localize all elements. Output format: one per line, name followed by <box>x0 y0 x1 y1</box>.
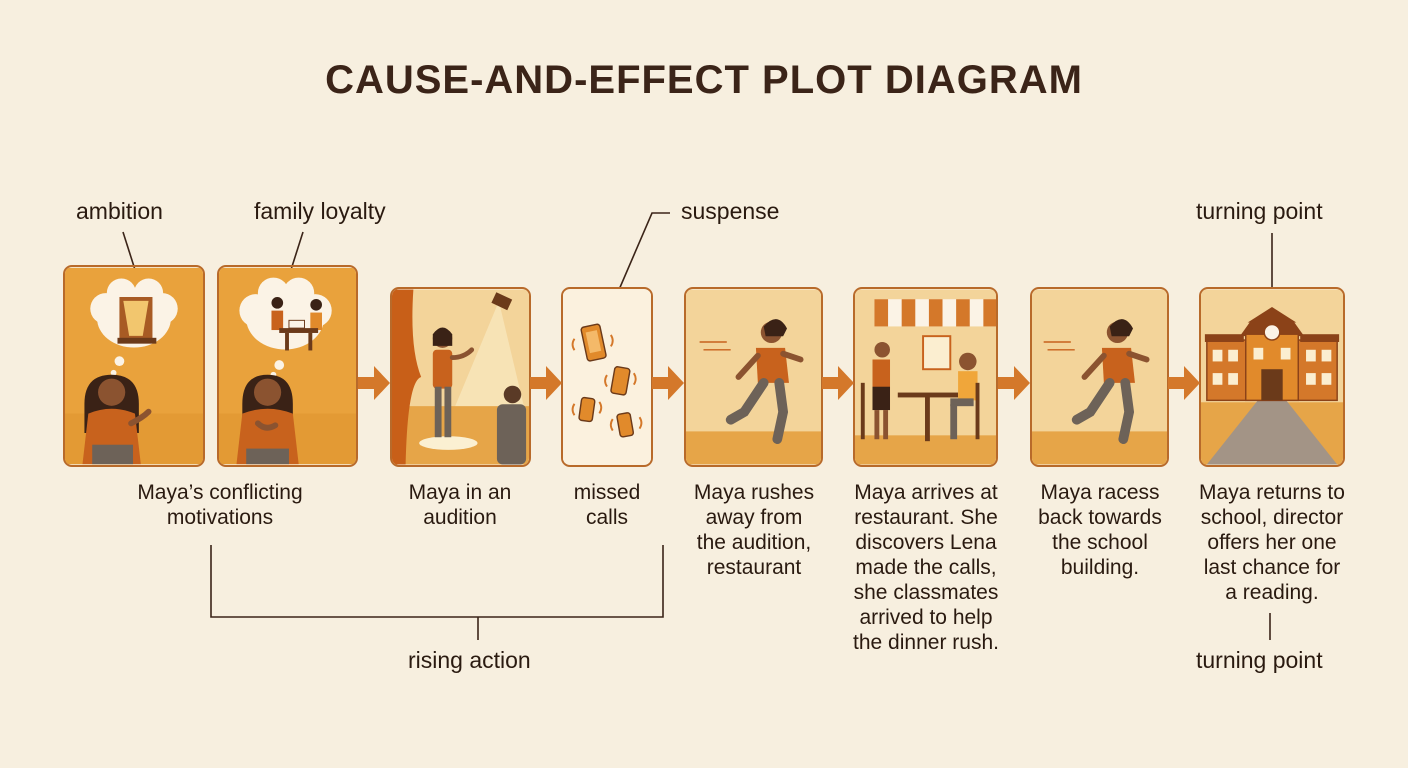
maya-running-figure <box>1071 319 1150 445</box>
panel-restaurant <box>853 287 998 467</box>
caption-line: discovers Lena <box>855 531 997 554</box>
panel-school <box>1199 287 1345 467</box>
caption-line: last chance for <box>1203 556 1341 579</box>
caption-races-back: Maya racess back towards the school buil… <box>1022 480 1178 580</box>
panel-races-back <box>1030 287 1169 467</box>
rising-action-bracket <box>210 545 664 618</box>
caption-line: offers her one <box>1207 531 1337 554</box>
phone-icon <box>578 396 596 423</box>
classmate-figure <box>950 352 980 440</box>
caption-line: Maya in an <box>408 481 512 504</box>
caption-line: the dinner rush. <box>853 631 999 654</box>
caption-line: away from <box>705 506 803 529</box>
caption-line: calls <box>585 506 628 529</box>
label-ambition: ambition <box>76 198 163 224</box>
caption-line: Maya arrives at <box>854 481 998 504</box>
caption-line: a reading. <box>1225 581 1319 604</box>
caption-line: the audition, <box>696 531 812 554</box>
stage-icon <box>117 297 157 344</box>
arrow-right-icon <box>530 366 562 400</box>
arrow-right-icon <box>652 366 684 400</box>
caption-arrives: Maya arrives at restaurant. She discover… <box>838 480 1014 655</box>
maya-figure <box>82 374 152 465</box>
lena-figure <box>872 341 891 440</box>
caption-line: motivations <box>166 506 274 529</box>
school-building-icon <box>1204 306 1340 402</box>
maya-figure <box>432 327 475 438</box>
caption-line: made the calls, <box>855 556 997 579</box>
caption-line: arrived to help <box>859 606 993 629</box>
caption-audition: Maya in an audition <box>385 480 535 530</box>
arrow-right-icon <box>998 366 1030 400</box>
label-turning-point-top: turning point <box>1196 198 1323 224</box>
caption-line: missed <box>573 481 641 504</box>
caption-line: audition <box>423 506 497 529</box>
motion-lines <box>1043 341 1075 351</box>
arrow-right-icon <box>358 366 390 400</box>
caption-line: building. <box>1060 556 1140 579</box>
panel-ambition <box>63 265 205 467</box>
diagram-title: CAUSE-AND-EFFECT PLOT DIAGRAM <box>325 58 1083 102</box>
caption-line: back towards <box>1038 506 1162 529</box>
thought-bubble-icon <box>239 277 332 378</box>
awning-icon <box>874 299 996 327</box>
label-rising-action: rising action <box>408 647 531 673</box>
panel-rushes-away <box>684 287 823 467</box>
caption-line: Maya returns to <box>1199 481 1345 504</box>
maya-running-figure <box>725 319 804 445</box>
caption-rushes: Maya rushes away from the audition, rest… <box>676 480 832 580</box>
caption-line: Maya rushes <box>693 481 815 504</box>
maya-figure <box>236 374 299 465</box>
caption-line: the school <box>1052 531 1148 554</box>
caption-motivations: Maya’s conflicting motivations <box>110 480 330 530</box>
caption-line: Maya’s conflicting <box>137 481 303 504</box>
label-family-loyalty: family loyalty <box>254 198 386 224</box>
phone-icon <box>580 323 607 362</box>
motion-lines <box>699 341 731 351</box>
caption-line: school, director <box>1200 506 1344 529</box>
arrow-right-icon <box>822 366 854 400</box>
caption-line: restaurant <box>706 556 802 579</box>
panel-missed-calls <box>561 287 653 467</box>
phone-icon <box>616 412 635 438</box>
caption-line: Maya racess <box>1040 481 1160 504</box>
caption-line: she classmates <box>853 581 999 604</box>
caption-missed-calls: missed calls <box>552 480 662 530</box>
panel-audition <box>390 287 531 467</box>
vibration-lines <box>571 334 643 432</box>
director-figure <box>496 385 527 465</box>
suspense-leader-line <box>611 212 670 307</box>
family-cooking-icon <box>271 297 322 351</box>
panel-family-loyalty <box>217 265 358 467</box>
label-turning-point-bottom: turning point <box>1196 647 1323 673</box>
caption-returns: Maya returns to school, director offers … <box>1184 480 1360 605</box>
caption-line: restaurant. She <box>854 506 998 529</box>
label-suspense: suspense <box>681 198 780 224</box>
phone-icon <box>610 366 631 396</box>
spotlight-icon <box>491 292 513 311</box>
arrow-right-icon <box>1168 366 1200 400</box>
